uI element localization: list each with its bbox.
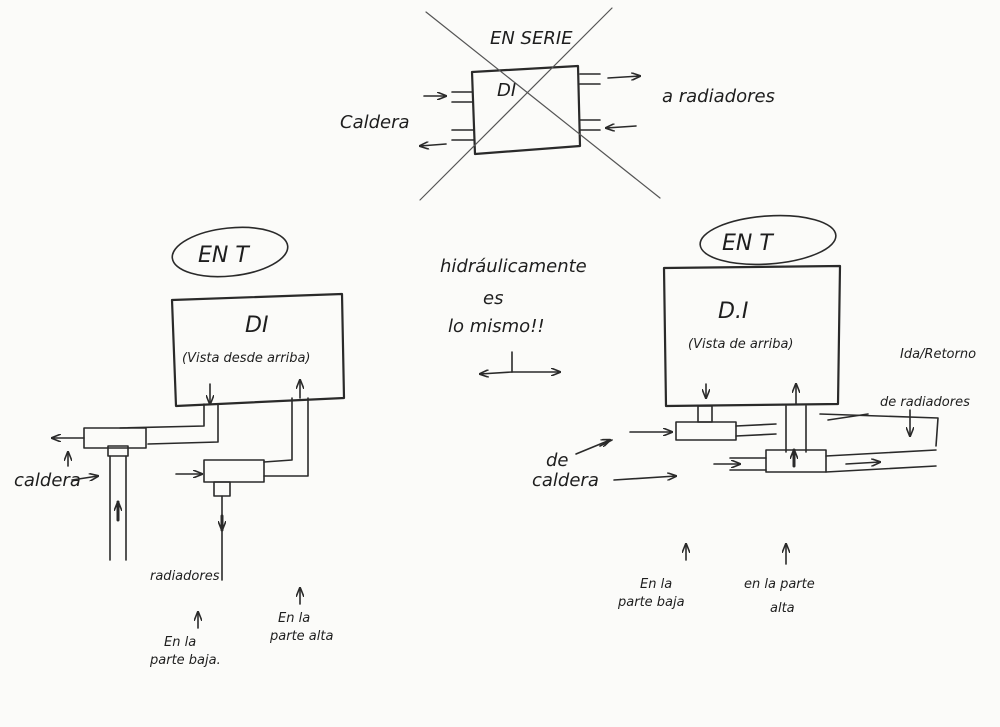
left-t-branch	[107, 445, 129, 457]
right-ida-1: Ida/Retorno	[900, 347, 976, 362]
right-t-pipe	[735, 423, 777, 437]
right-tag: EN T	[722, 231, 774, 256]
right-t-fitting	[675, 421, 737, 441]
series-caldera-label: Caldera	[340, 112, 410, 133]
right-t2-right-pipe	[825, 449, 937, 473]
right-box-sub: (Vista de arriba)	[688, 337, 794, 352]
right-high-2: alta	[770, 601, 795, 616]
right-tag-ellipse	[699, 214, 837, 266]
right-di-box	[662, 264, 842, 408]
left-supply-pipe	[119, 403, 219, 445]
left-box-label: DI	[245, 313, 268, 338]
right-t2-out-arrow	[845, 462, 880, 464]
right-caldera-pointer-2	[613, 476, 676, 481]
left-high-1: En la	[278, 611, 310, 626]
right-connector	[827, 413, 869, 421]
left-t2-branch	[213, 481, 231, 497]
left-low-1: En la	[164, 635, 196, 650]
left-radiadores-label: radiadores	[150, 569, 220, 584]
right-box-label: D.I	[718, 299, 748, 324]
center-line-2: es	[483, 288, 503, 309]
left-t-fitting	[83, 427, 147, 449]
left-di-box	[170, 292, 346, 408]
left-high-2: parte alta	[269, 629, 333, 644]
right-caldera-1: de	[546, 450, 569, 471]
center-line-3: lo mismo!!	[448, 316, 545, 337]
series-title: EN SERIE	[490, 28, 573, 49]
right-high-1: en la parte	[744, 577, 815, 592]
left-tag: EN T	[198, 243, 250, 268]
left-t2-fitting	[203, 459, 265, 483]
left-return-pipe	[263, 397, 309, 477]
series-di-box	[470, 64, 582, 156]
right-t2-left-pipe	[729, 457, 767, 471]
cross-out-line-2	[419, 7, 613, 201]
right-upper-pipe	[819, 413, 939, 447]
right-t-diagram: EN T D.I (Vista de arriba) Ida/Retorno d…	[532, 214, 976, 616]
right-ida-2: de radiadores	[880, 395, 970, 410]
left-t-diagram: EN T DI (Vista desde arriba) caldera rad…	[14, 226, 346, 668]
right-caldera-pointer-1	[575, 440, 610, 455]
center-note: hidráulicamente es lo mismo!!	[440, 256, 587, 374]
series-radiadores-label: a radiadores	[662, 86, 775, 107]
series-to-radiators-arrow	[607, 76, 640, 78]
right-low-1: En la	[640, 577, 672, 592]
series-out-arrow	[420, 144, 447, 146]
series-box-label: DI	[497, 80, 516, 101]
cross-out-line-1	[425, 11, 661, 199]
left-box-sub: (Vista desde arriba)	[182, 351, 311, 366]
left-caldera-pointer	[71, 476, 98, 480]
center-t-left-arrow	[480, 372, 513, 374]
series-from-radiators-arrow	[606, 126, 637, 128]
center-line-1: hidráulicamente	[440, 256, 587, 277]
right-low-2: parte baja	[617, 595, 685, 610]
right-t2-fitting	[765, 449, 827, 473]
left-low-2: parte baja.	[149, 653, 221, 668]
series-diagram: EN SERIE DI Caldera a radiadores	[340, 7, 775, 201]
series-left-stubs	[451, 91, 475, 141]
left-vertical-pipe	[109, 455, 127, 561]
right-caldera-2: caldera	[532, 470, 599, 491]
series-right-stubs	[579, 73, 601, 131]
left-tag-ellipse	[171, 226, 289, 278]
left-caldera-label: caldera	[14, 470, 81, 491]
right-supply-stub	[697, 405, 713, 423]
right-return-pipe	[785, 405, 807, 453]
